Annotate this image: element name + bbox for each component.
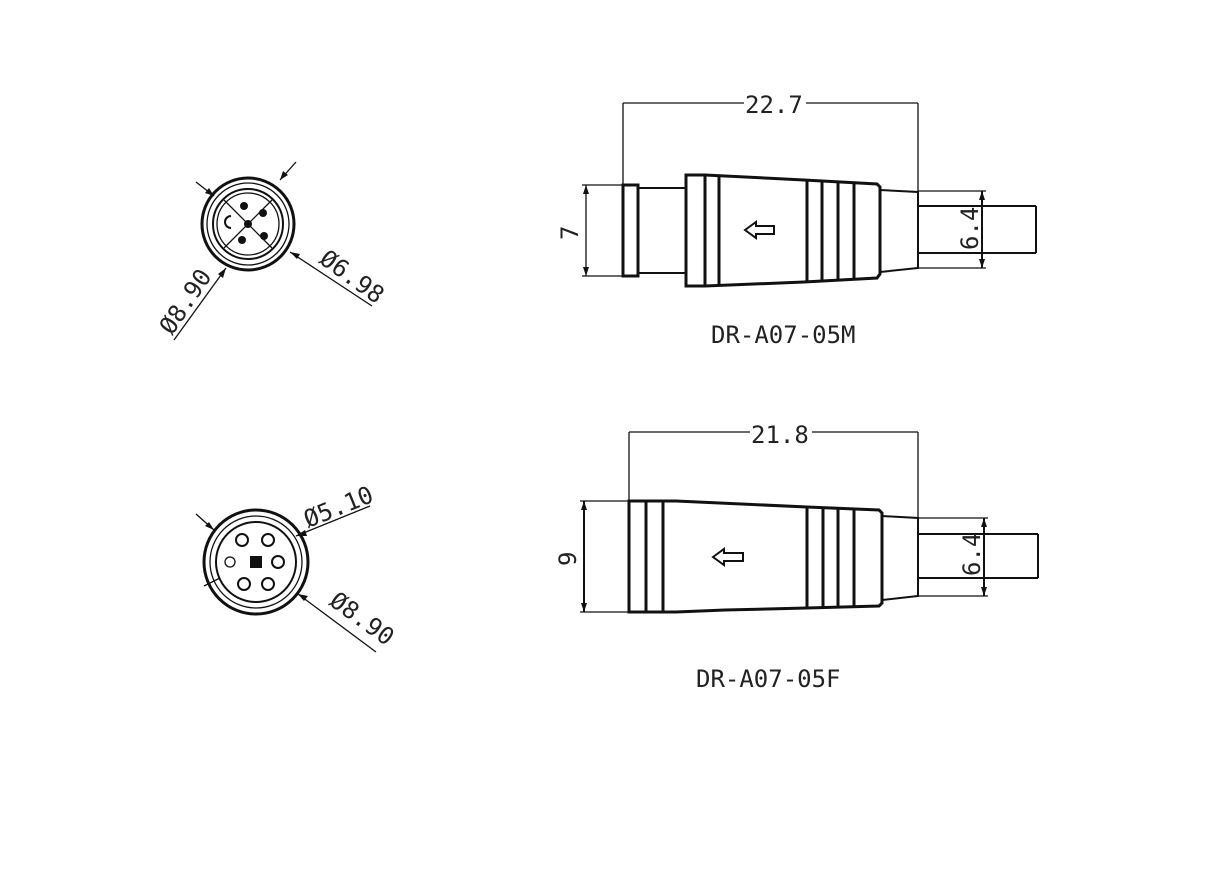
dim-outer-diameter-male: Ø8.90	[154, 264, 218, 340]
dim-cable-height-male: 6.4	[956, 207, 984, 250]
part-number-female: DR-A07-05F	[696, 665, 841, 693]
left-arrow-icon	[743, 220, 775, 240]
dim-cable-height-female: 6.4	[958, 533, 986, 576]
part-number-male: DR-A07-05M	[711, 321, 856, 349]
female-end-view: Ø5.10 Ø8.90	[195, 481, 399, 653]
dim-inner-diameter-female: Ø5.10	[300, 481, 377, 534]
dim-front-diameter-male: 7	[556, 226, 584, 240]
dim-inner-diameter-male: Ø6.98	[314, 244, 389, 309]
female-side-view: 21.8 9 6.4 DR-A07-05F	[554, 421, 1039, 693]
dim-overall-length-female: 21.8	[751, 421, 809, 449]
pin-icon	[224, 202, 268, 244]
dim-overall-length-male: 22.7	[745, 91, 803, 119]
male-end-view: Ø6.98 Ø8.90	[154, 161, 389, 341]
socket-icon	[224, 533, 285, 591]
dim-front-diameter-female: 9	[554, 552, 582, 566]
male-side-view: 22.7 7 6.4 DR-A07-05	[556, 91, 1037, 349]
left-arrow-icon	[711, 547, 744, 567]
